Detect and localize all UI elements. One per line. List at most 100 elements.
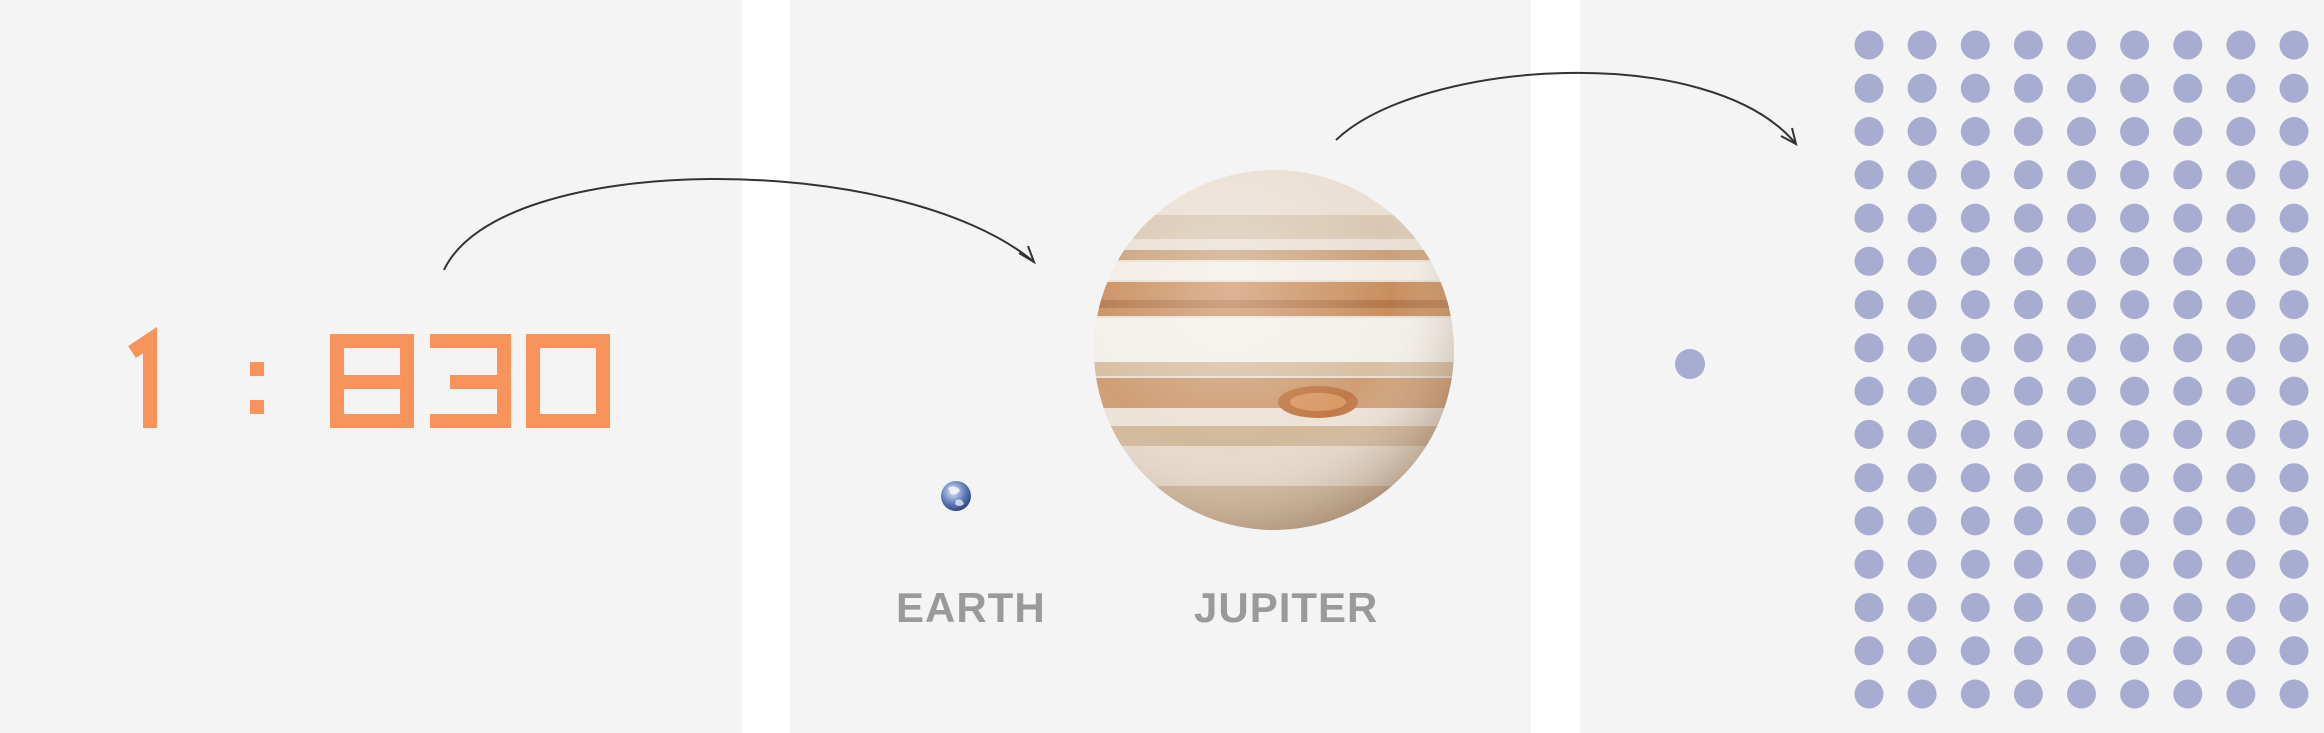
grid-dot [1907, 117, 1937, 146]
ratio-panel: 1:830 [0, 0, 742, 733]
grid-dot [2013, 593, 2043, 622]
single-dot-marker [1675, 349, 1705, 379]
grid-dot [2226, 506, 2256, 536]
grid-dot [2226, 117, 2256, 146]
grid-dot [2173, 419, 2203, 449]
grid-dot [1854, 246, 1884, 276]
grid-dot [2013, 463, 2043, 493]
grid-dot [2120, 333, 2150, 363]
grid-dot [2173, 549, 2203, 579]
ratio-colon [250, 362, 264, 414]
grid-dot [2067, 463, 2096, 493]
grid-dot [2067, 160, 2096, 190]
grid-dot [1854, 636, 1884, 666]
grid-dot [2013, 549, 2043, 579]
grid-dot [1907, 376, 1937, 406]
grid-dot [2013, 117, 2043, 146]
arrow-left-to-planets [443, 178, 1036, 271]
grid-dot [2279, 290, 2309, 320]
grid-dot [2279, 117, 2309, 146]
grid-dot [2067, 290, 2096, 320]
grid-dot [2173, 160, 2203, 190]
grid-dot [2013, 679, 2043, 709]
ratio-digit-3 [430, 334, 511, 428]
grid-dot [1960, 203, 1990, 233]
grid-dot [2279, 160, 2309, 190]
grid-dot [2067, 419, 2096, 449]
grid-dot [2120, 203, 2150, 233]
grid-dot [1907, 679, 1937, 709]
grid-dot [1960, 506, 1990, 536]
grid-dot [2013, 376, 2043, 406]
grid-dot [2067, 376, 2096, 406]
grid-dot [2279, 73, 2309, 103]
arrow-planets-to-dots [1335, 71, 1798, 146]
grid-dot [1907, 333, 1937, 363]
grid-dot [2279, 549, 2309, 579]
grid-dot [1960, 419, 1990, 449]
ratio-left-digit [128, 326, 157, 428]
grid-dot [2279, 506, 2309, 536]
grid-dot [2226, 419, 2256, 449]
grid-dot [1907, 203, 1937, 233]
grid-dot [1854, 203, 1884, 233]
grid-dot [2226, 549, 2256, 579]
grid-dot [1907, 246, 1937, 276]
grid-dot [2226, 679, 2256, 709]
grid-dot [1960, 333, 1990, 363]
grid-dot [1854, 376, 1884, 406]
grid-dot [2013, 636, 2043, 666]
grid-dot [1854, 290, 1884, 320]
grid-dot [2226, 333, 2256, 363]
grid-dot [1907, 30, 1937, 60]
grid-dot [2120, 463, 2150, 493]
grid-dot [2120, 593, 2150, 622]
grid-dot [2013, 246, 2043, 276]
grid-dot [2173, 290, 2203, 320]
grid-dot [2173, 73, 2203, 103]
grid-dot [2226, 593, 2256, 622]
grid-dot [2226, 636, 2256, 666]
ratio-display: 1:830 [128, 326, 610, 428]
grid-dot [1960, 636, 1990, 666]
grid-dot [2013, 73, 2043, 103]
grid-dot [2173, 636, 2203, 666]
grid-dot [2226, 160, 2256, 190]
grid-dot [1854, 30, 1884, 60]
grid-dot [1960, 376, 1990, 406]
grid-dot [1907, 290, 1937, 320]
grid-dot [1907, 636, 1937, 666]
grid-dot [2120, 679, 2150, 709]
grid-dot [2120, 419, 2150, 449]
grid-dot [1960, 290, 1990, 320]
grid-dot [2173, 679, 2203, 709]
grid-dot [1960, 463, 1990, 493]
grid-dot [2279, 679, 2309, 709]
earth-label: EARTH [896, 584, 1046, 631]
grid-dot [2279, 376, 2309, 406]
grid-dot [2120, 30, 2150, 60]
grid-dot [2279, 463, 2309, 493]
grid-dot [2120, 636, 2150, 666]
grid-dot [2067, 333, 2096, 363]
grid-dot [2279, 203, 2309, 233]
grid-dot [2173, 463, 2203, 493]
grid-dot [2120, 246, 2150, 276]
grid-dot [1907, 419, 1937, 449]
grid-dot [1907, 593, 1937, 622]
grid-dot [1854, 679, 1884, 709]
grid-dot [2120, 117, 2150, 146]
grid-dot [2279, 246, 2309, 276]
grid-dot [2067, 30, 2096, 60]
grid-dot [2226, 73, 2256, 103]
grid-dot [2120, 290, 2150, 320]
grid-dot [1907, 73, 1937, 103]
grid-dot [1907, 160, 1937, 190]
grid-dot [2173, 376, 2203, 406]
grid-dot [1907, 506, 1937, 536]
grid-dot [2013, 203, 2043, 233]
grid-dot [2226, 463, 2256, 493]
grid-dot [1854, 419, 1884, 449]
